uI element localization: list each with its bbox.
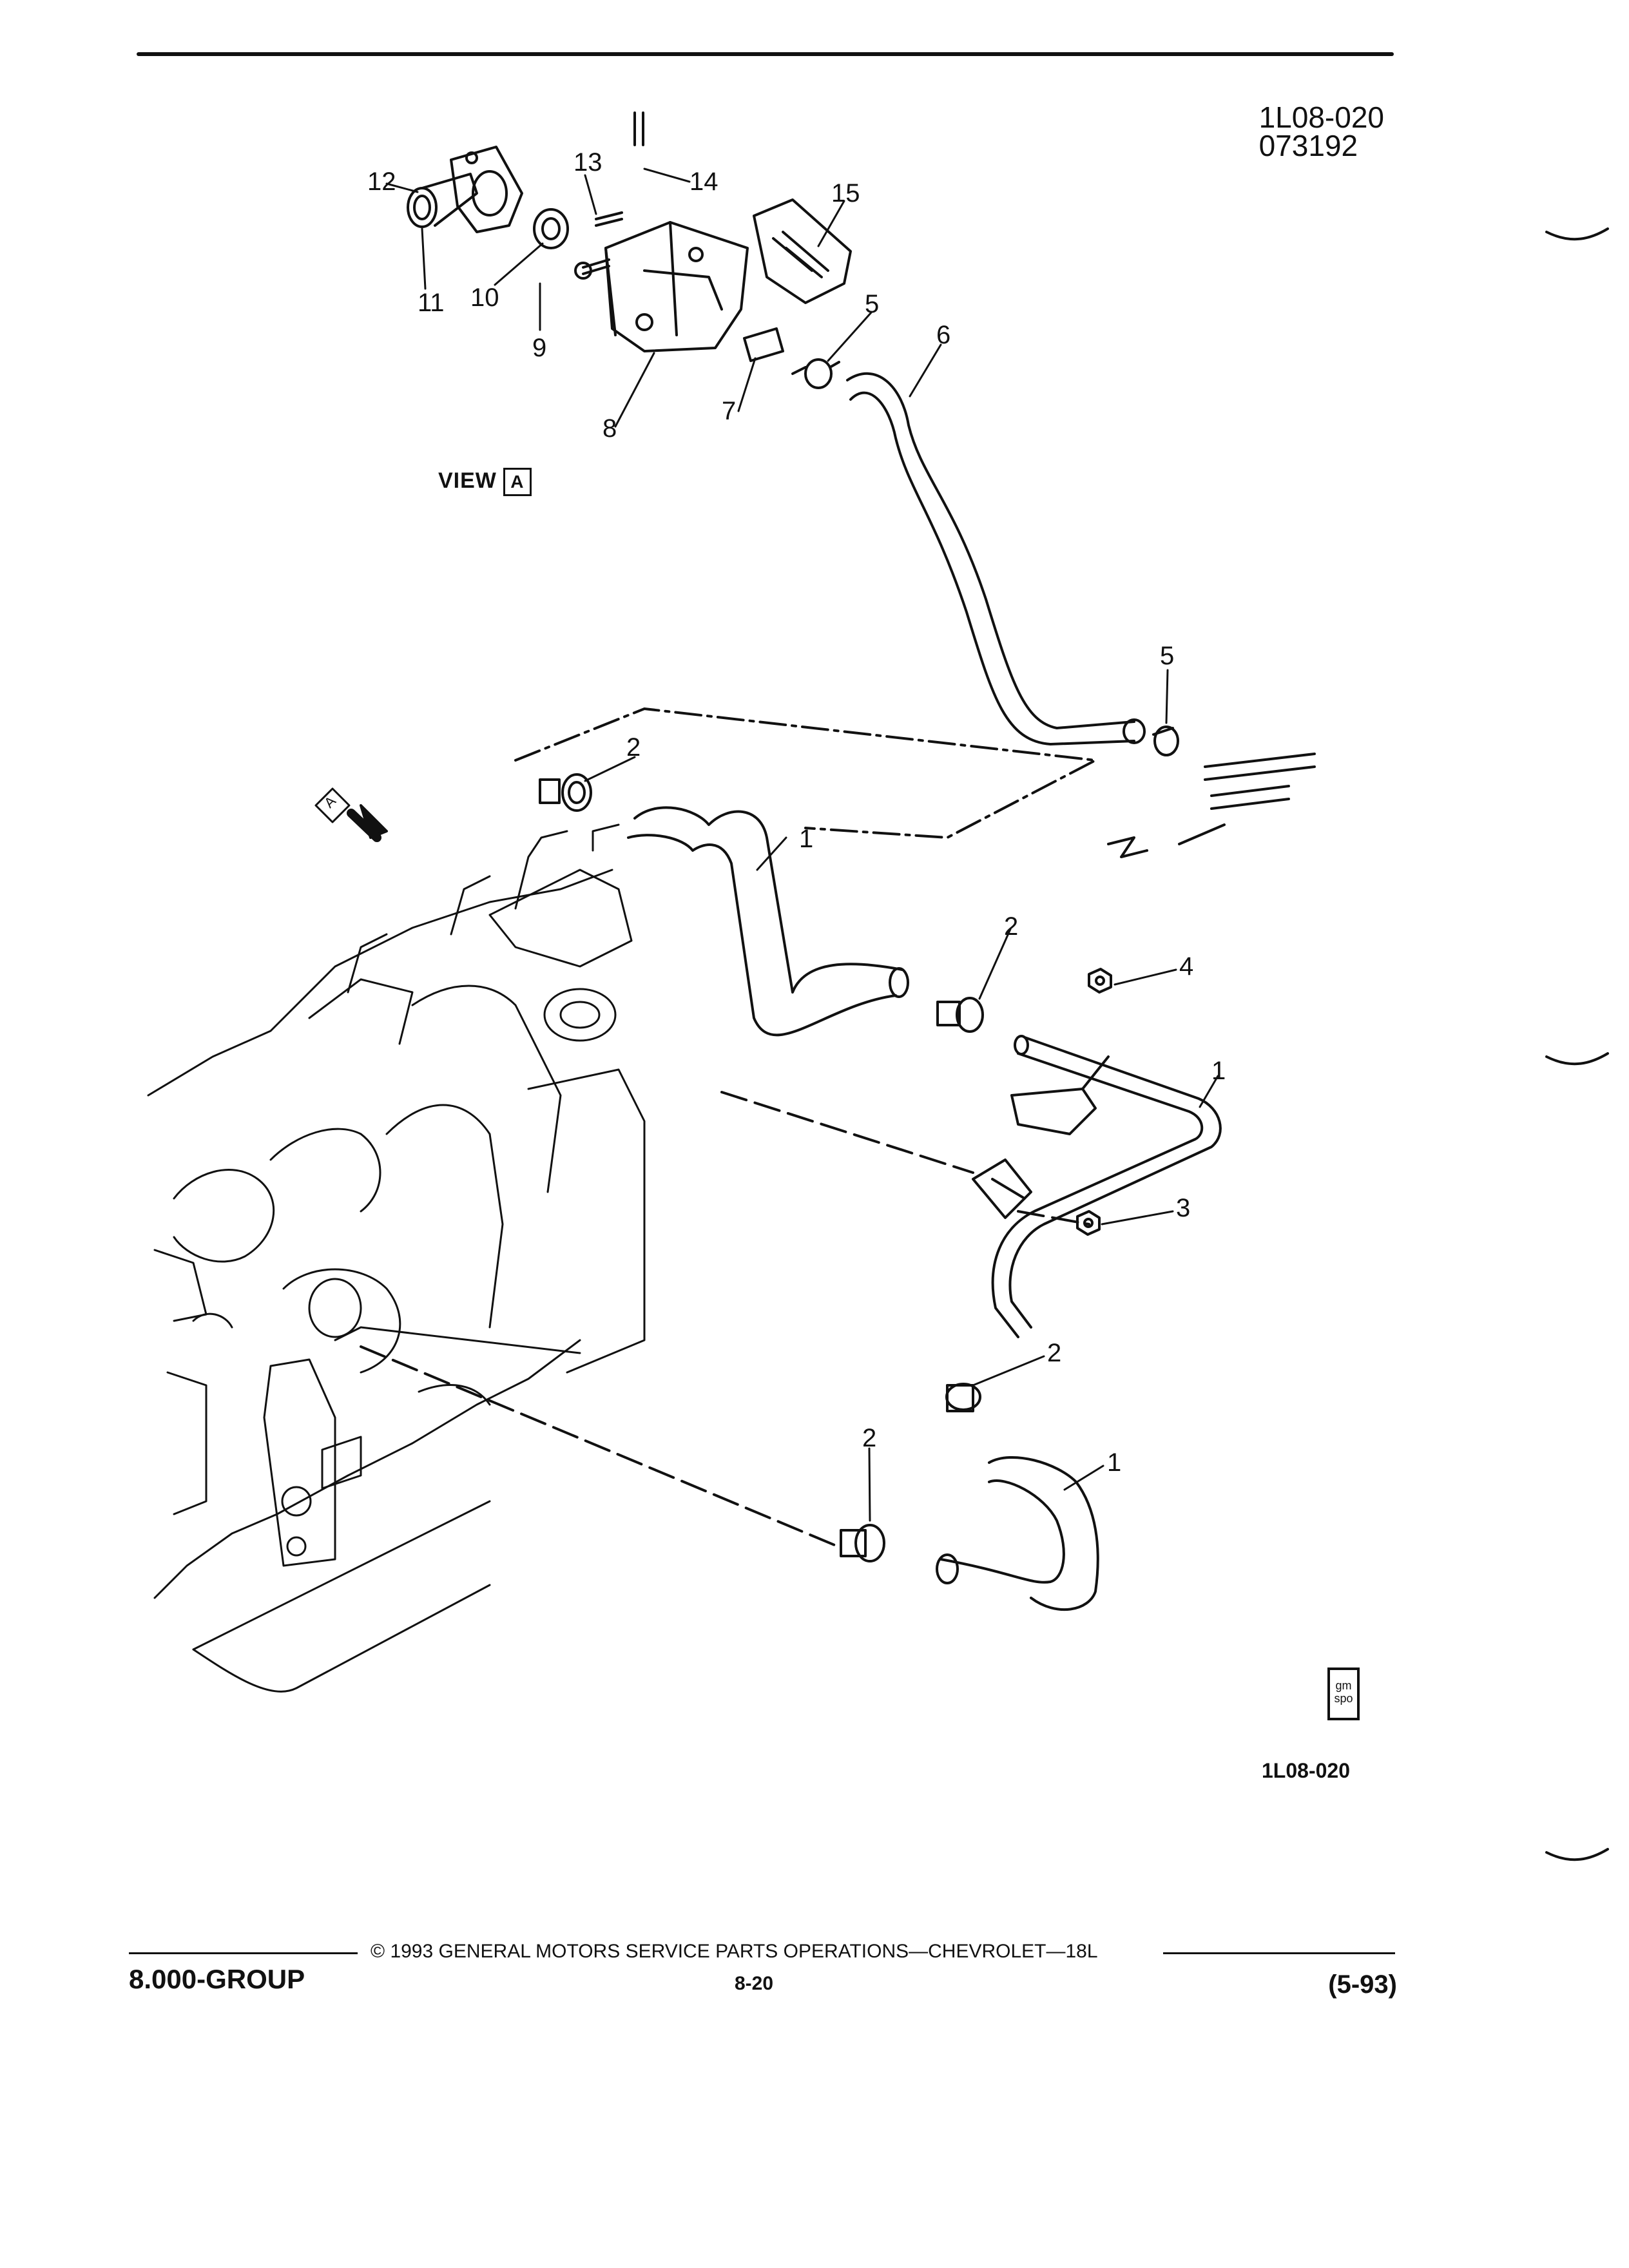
- clamp-2-lower-left: [840, 1524, 885, 1562]
- clamp-5-lower: [1107, 726, 1316, 858]
- bracket-3: [972, 1158, 1032, 1219]
- footer-rule-left: [129, 1952, 358, 1954]
- callout-1-right: 1: [1211, 1057, 1226, 1085]
- clamp-2-upper-left: [539, 773, 592, 812]
- callout-2-lower-left: 2: [862, 1424, 877, 1452]
- callout-7: 7: [722, 397, 737, 425]
- view-letter-box: A: [503, 468, 532, 496]
- nut-4: [1088, 968, 1112, 994]
- callout-4: 4: [1179, 952, 1194, 981]
- hose-1-upper: [627, 806, 909, 1037]
- thermostat-housing-group: [407, 111, 852, 389]
- callout-12: 12: [367, 168, 396, 196]
- footer-group: 8.000-GROUP: [129, 1964, 305, 1994]
- hose-1-lower: [936, 1456, 1099, 1611]
- engine-outline-dashed: [514, 707, 1097, 839]
- callout-1-lower: 1: [1107, 1448, 1122, 1477]
- gm-spo-logo: gm spo: [1327, 1667, 1360, 1720]
- view-a-arrow: [314, 787, 388, 842]
- callout-6: 6: [936, 321, 951, 349]
- edge-mark-top: [1545, 227, 1609, 241]
- clamp-2-lower-right: [945, 1383, 981, 1412]
- view-label-text: VIEW: [438, 468, 497, 493]
- illustration-code-block: 1L08-020 073192: [1258, 101, 1384, 162]
- callout-8: 8: [602, 414, 617, 443]
- pipe-1-right: [991, 1035, 1222, 1338]
- footer-copyright: © 1993 GENERAL MOTORS SERVICE PARTS OPER…: [371, 1941, 1098, 1962]
- illustration-code: 1L08-020: [1258, 101, 1384, 134]
- footer-rule-right: [1163, 1952, 1395, 1954]
- callout-13: 13: [574, 148, 602, 177]
- callout-5-lower: 5: [1160, 642, 1175, 670]
- edge-mark-mid: [1545, 1052, 1609, 1066]
- callout-2-lower-right: 2: [1047, 1339, 1062, 1367]
- engine-block: [147, 823, 646, 1693]
- callout-9: 9: [532, 334, 547, 362]
- footer-date: (5-93): [1328, 1970, 1397, 1999]
- clamp-2-middle: [936, 997, 984, 1033]
- figure-code: 1L08-020: [1262, 1759, 1350, 1782]
- dashed-leaders: [360, 1091, 1090, 1548]
- edge-mark-bottom: [1545, 1848, 1609, 1861]
- date-code: 073192: [1258, 129, 1358, 162]
- footer-page-number: 8-20: [735, 1973, 774, 1994]
- callout-1-upper: 1: [799, 825, 814, 853]
- leader-lines: [385, 168, 1219, 1522]
- callout-10: 10: [470, 284, 499, 312]
- callout-5-upper: 5: [865, 290, 880, 318]
- callout-2-upper: 2: [626, 733, 641, 762]
- callout-11: 11: [418, 289, 445, 317]
- callout-3: 3: [1176, 1194, 1191, 1222]
- callout-14: 14: [689, 168, 718, 196]
- callout-15: 15: [831, 179, 860, 207]
- nut-3: [1076, 1210, 1101, 1236]
- logo-line-2: spo: [1334, 1692, 1353, 1705]
- callout-2-middle: 2: [1004, 912, 1019, 941]
- logo-line-1: gm: [1335, 1679, 1352, 1692]
- hose-6: [846, 372, 1146, 745]
